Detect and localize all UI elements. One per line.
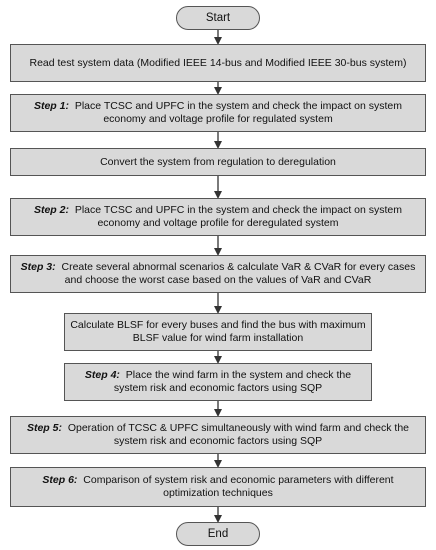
read-data-text: Read test system data (Modified IEEE 14-… — [29, 57, 406, 70]
blsf-box: Calculate BLSF for every buses and find … — [64, 313, 372, 351]
read-data-description: Read test system data (Modified IEEE 14-… — [29, 56, 407, 69]
convert-system-box: Convert the system from regulation to de… — [10, 148, 426, 176]
step-1-description: Place TCSC and UPFC in the system and ch… — [74, 100, 403, 125]
step-5-text: Step 5: Operation of TCSC & UPFC simulta… — [15, 422, 421, 448]
convert-system-text: Convert the system from regulation to de… — [100, 156, 336, 169]
step-2-description: Place TCSC and UPFC in the system and ch… — [74, 204, 403, 229]
step-1-text: Step 1: Place TCSC and UPFC in the syste… — [15, 100, 421, 126]
step-2-text: Step 2: Place TCSC and UPFC in the syste… — [15, 204, 421, 230]
step-6-description: Comparison of system risk and economic p… — [83, 474, 394, 499]
start-terminal: Start — [176, 6, 260, 30]
step-6-label: Step 6: — [42, 474, 81, 486]
step-2-box: Step 2: Place TCSC and UPFC in the syste… — [10, 198, 426, 236]
step-4-box: Step 4: Place the wind farm in the syste… — [64, 363, 372, 401]
step-2-label: Step 2: — [33, 204, 72, 216]
step-4-description: Place the wind farm in the system and ch… — [113, 369, 352, 394]
step-1-box: Step 1: Place TCSC and UPFC in the syste… — [10, 94, 426, 132]
step-5-description: Operation of TCSC & UPFC simultaneously … — [67, 422, 410, 447]
step-4-label: Step 4: — [84, 369, 123, 381]
end-terminal: End — [176, 522, 260, 546]
step-4-text: Step 4: Place the wind farm in the syste… — [69, 369, 367, 395]
start-label: Start — [205, 12, 231, 24]
step-3-box: Step 3: Create several abnormal scenario… — [10, 255, 426, 293]
step-6-text: Step 6: Comparison of system risk and ec… — [15, 474, 421, 500]
end-label: End — [207, 528, 229, 540]
step-3-text: Step 3: Create several abnormal scenario… — [15, 261, 421, 287]
step-5-label: Step 5: — [26, 422, 65, 434]
convert-system-description: Convert the system from regulation to de… — [100, 155, 336, 168]
step-1-label: Step 1: — [33, 100, 72, 112]
blsf-description: Calculate BLSF for every buses and find … — [70, 319, 366, 344]
read-data-box: Read test system data (Modified IEEE 14-… — [10, 44, 426, 82]
step-5-box: Step 5: Operation of TCSC & UPFC simulta… — [10, 416, 426, 454]
step-6-box: Step 6: Comparison of system risk and ec… — [10, 467, 426, 507]
step-3-label: Step 3: — [20, 261, 59, 273]
step-3-description: Create several abnormal scenarios & calc… — [61, 261, 416, 286]
blsf-text: Calculate BLSF for every buses and find … — [69, 319, 367, 345]
